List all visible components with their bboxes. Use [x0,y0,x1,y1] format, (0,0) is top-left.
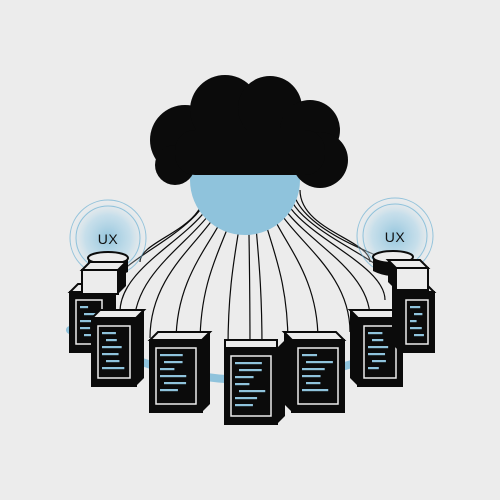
ux-node-left: UX [66,196,150,280]
server-icon [89,309,147,387]
code-line [302,389,329,392]
cloud-icon [150,75,348,188]
server-icon [79,261,129,295]
code-line [160,375,187,378]
server-icon [147,331,213,413]
code-line [410,327,422,330]
code-line [84,313,99,316]
code-line [306,382,321,385]
code-line [414,334,424,337]
code-line [302,354,318,357]
code-line [102,353,119,356]
ux-label-right: UX [385,229,406,245]
code-line [164,361,183,364]
code-line [368,353,386,356]
code-line [80,320,93,323]
server-icon [389,283,437,353]
server-icon [385,259,431,291]
code-line [302,368,325,371]
code-line [160,389,178,392]
server-ring [67,259,437,425]
code-line [368,332,383,335]
code-line [235,362,262,365]
server-icon [224,339,285,425]
code-line [102,332,116,335]
code-line [372,339,384,342]
code-line [80,306,89,309]
code-line [102,346,122,349]
code-line [102,367,125,370]
code-line [368,346,389,349]
code-line [235,376,254,379]
code-line [106,360,120,363]
code-line [410,306,421,309]
code-line [302,375,321,378]
code-line [306,361,333,364]
code-line [368,367,379,370]
code-line [239,390,266,393]
code-line [80,327,91,330]
code-line [414,313,423,316]
server-icon [347,309,405,387]
code-line [235,404,253,407]
code-line [160,368,175,371]
code-line [239,369,262,372]
code-line [235,397,258,400]
code-line [235,383,250,386]
code-line [106,339,117,342]
code-line [160,354,183,357]
ux-label-left: UX [98,231,119,247]
code-line [372,360,386,363]
code-line [410,320,417,323]
server-icon [281,331,347,413]
code-line [164,382,187,385]
